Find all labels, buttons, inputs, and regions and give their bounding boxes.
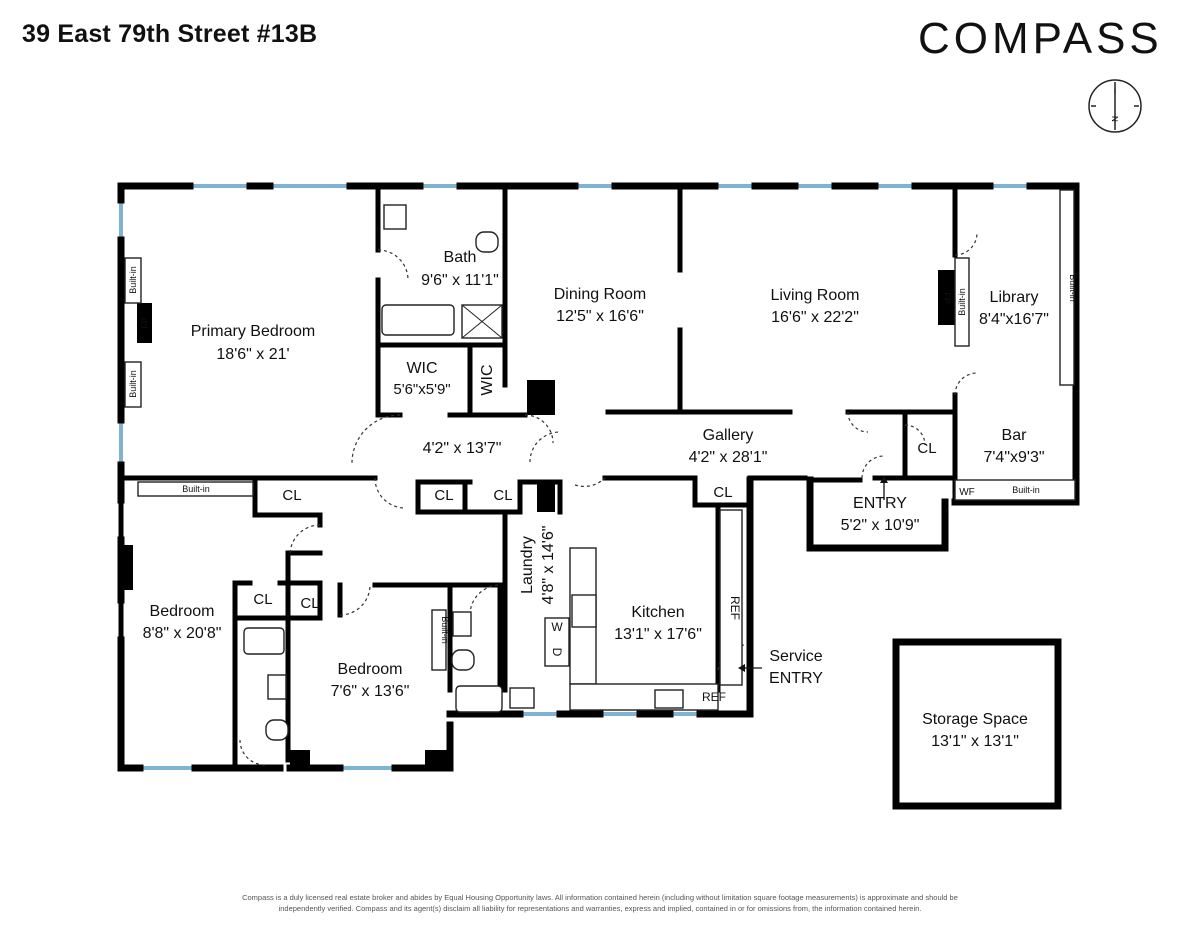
- kitchen-name: Kitchen: [631, 604, 684, 621]
- closet-label: CL: [917, 440, 936, 457]
- compass-logo: COMPASS: [918, 14, 1163, 63]
- builtin-label: Built-in: [440, 616, 450, 644]
- fixture-labels: Built-in Built-in FP Built-in Built-in F…: [128, 266, 1078, 644]
- entry-name: ENTRY: [853, 495, 907, 512]
- closet-label: CL: [713, 484, 732, 501]
- north-label: N: [1110, 116, 1119, 122]
- entry-dims: 5'2" x 10'9": [841, 517, 920, 534]
- bar-name: Bar: [1002, 427, 1028, 444]
- disclaimer-line-2: independently verified. Compass and its …: [278, 904, 922, 913]
- bath-dims: 9'6" x 11'1": [421, 272, 499, 289]
- kitchen-dims: 13'1" x 17'6": [614, 626, 702, 643]
- builtin-label: Built-in: [1068, 274, 1078, 302]
- service-entry-line2: ENTRY: [769, 670, 823, 687]
- structural-columns: [121, 270, 955, 768]
- library-dims: 8'4"x16'7": [979, 311, 1049, 328]
- wic-2-name: WIC: [479, 364, 496, 395]
- dryer-label: D: [550, 648, 564, 657]
- fixtures: [124, 189, 1076, 810]
- legal-disclaimer: Compass is a duly licensed real estate b…: [120, 892, 1080, 914]
- builtin-label: Built-in: [128, 266, 138, 294]
- wic-dims: 5'6"x5'9": [393, 381, 450, 398]
- closet-label: CL: [434, 487, 453, 504]
- primary-bedroom-name: Primary Bedroom: [191, 323, 315, 340]
- service-entry-line1: Service: [769, 648, 822, 665]
- bedroom-2-name: Bedroom: [338, 661, 403, 678]
- interior-walls: [118, 183, 958, 771]
- hall-dims: 4'2" x 13'7": [423, 440, 502, 457]
- dining-room-name: Dining Room: [554, 286, 646, 303]
- closet-label: CL: [493, 487, 512, 504]
- disclaimer-line-1: Compass is a duly licensed real estate b…: [242, 893, 958, 902]
- builtin-label: Built-in: [182, 484, 210, 494]
- bath-name: Bath: [444, 249, 477, 266]
- bedroom-1-dims: 8'8" x 20'8": [143, 625, 222, 642]
- builtin-label: Built-in: [957, 288, 967, 316]
- builtin-label: Built-in: [1012, 485, 1040, 495]
- builtin-label: Built-in: [128, 370, 138, 398]
- north-arrow-icon: N: [1088, 79, 1142, 133]
- refrigerator-label: REF: [702, 690, 726, 704]
- storage-space-name: Storage Space: [922, 711, 1028, 728]
- closet-label: CL: [282, 487, 301, 504]
- living-room-dims: 16'6" x 22'2": [771, 309, 859, 326]
- library-name: Library: [990, 289, 1039, 306]
- primary-bedroom-dims: 18'6" x 21': [216, 346, 289, 363]
- laundry-name: Laundry: [519, 536, 536, 594]
- wic-name: WIC: [406, 360, 437, 377]
- dining-room-dims: 12'5" x 16'6": [556, 308, 644, 325]
- listing-address: 39 East 79th Street #13B: [22, 20, 318, 48]
- bar-dims: 7'4"x9'3": [983, 449, 1044, 466]
- gallery-name: Gallery: [703, 427, 754, 444]
- exterior-walls: [117, 182, 1080, 772]
- laundry-dims: 4'8" x 14'6": [540, 526, 557, 605]
- refrigerator-label: REF: [728, 596, 742, 620]
- gallery-dims: 4'2" x 28'1": [689, 449, 768, 466]
- water-fountain-label: WF: [959, 487, 975, 498]
- fireplace-label: FP: [942, 292, 952, 304]
- fireplace-label: FP: [140, 317, 150, 329]
- washer-label: W: [551, 620, 563, 634]
- closet-label: CL: [253, 591, 272, 608]
- storage-space-dims: 13'1" x 13'1": [931, 733, 1019, 750]
- bedroom-1-name: Bedroom: [150, 603, 215, 620]
- closet-label: CL: [300, 595, 319, 612]
- bedroom-2-dims: 7'6" x 13'6": [331, 683, 410, 700]
- living-room-name: Living Room: [771, 287, 860, 304]
